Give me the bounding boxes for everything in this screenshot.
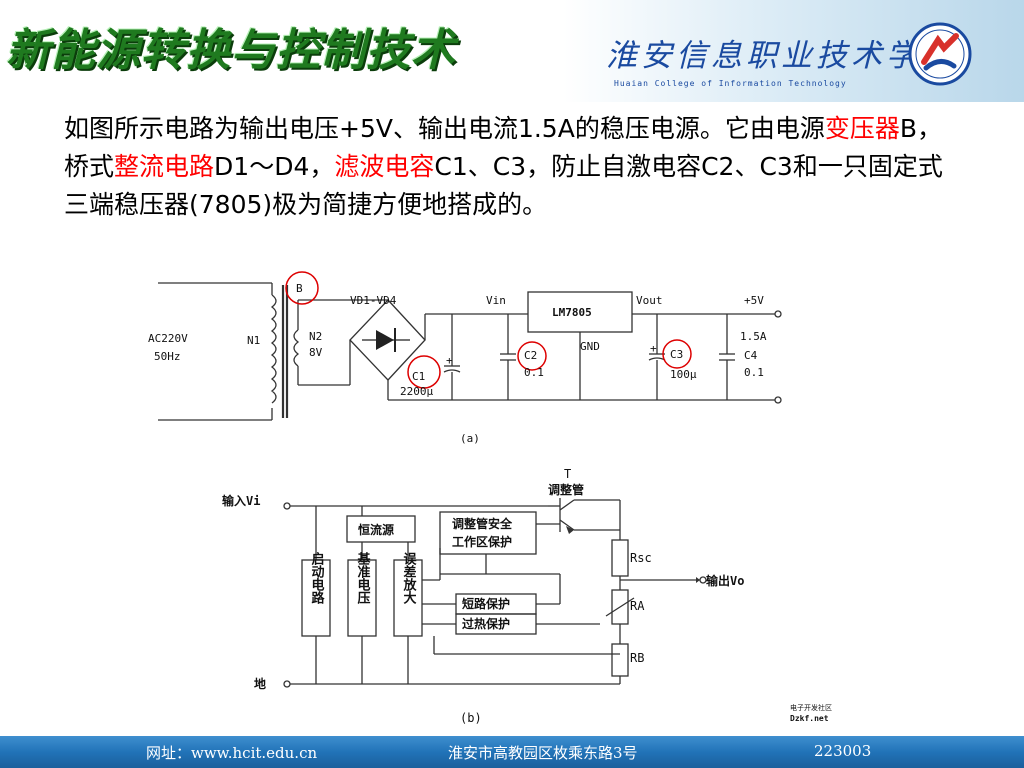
output-arrow-icon	[696, 577, 700, 583]
label-bridge: VD1-VD4	[350, 294, 397, 307]
label-safe-area-2: 工作区保护	[452, 534, 512, 549]
caption-a: (a)	[460, 432, 480, 445]
label-ic: LM7805	[552, 306, 592, 319]
label-gnd: GND	[580, 340, 600, 353]
label-plus-c1: +	[446, 354, 453, 367]
label-ra: RA	[630, 599, 645, 613]
header-banner	[0, 0, 1024, 102]
label-safe-area-1: 调整管安全	[452, 516, 513, 531]
highlight-circle-c1	[407, 355, 441, 389]
label-input-vi: 输入Vi	[222, 493, 260, 508]
label-error-amplifier: 误差放大	[401, 552, 418, 605]
college-name-en: Huaian College of Information Technology	[614, 79, 847, 88]
label-reference-voltage: 基准电压	[355, 551, 372, 605]
caption-b: (b)	[460, 711, 482, 725]
label-c2-value: 0.1	[524, 366, 544, 379]
course-title: 新能源转换与控制技术	[6, 25, 456, 76]
footer-website[interactable]: 网址：www.hcit.edu.cn	[146, 744, 318, 762]
circuit-b-wires	[283, 498, 707, 688]
label-constant-current: 恒流源	[358, 522, 394, 537]
highlight-circle-c2	[517, 341, 547, 371]
label-b: B	[296, 282, 303, 295]
label-output-vo: 输出Vo	[706, 573, 744, 588]
watermark-en: Dzkf.net	[790, 714, 829, 723]
label-vout: Vout	[636, 294, 663, 307]
college-name-cn: 淮安信息职业技术学院	[606, 38, 956, 74]
footer-zip: 223003	[814, 742, 872, 760]
highlight-rectifier: 整流电路	[114, 152, 215, 181]
desc-part-4: C1、C3，防止自激电容C2、C3和一只固定式三端稳压器(7805)极为简捷方便…	[64, 152, 943, 219]
circuit-a-labels: AC220V 50Hz N1 B N2 8V VD1-VD4 Vin LM780…	[148, 282, 767, 445]
description-paragraph: 如图所示电路为输出电压+5V、输出电流1.5A的稳压电源。它由电源变压器B，桥式…	[64, 110, 944, 224]
highlight-circle-c3	[662, 339, 692, 369]
label-rb: RB	[630, 651, 644, 665]
transistor-arrow-icon	[566, 526, 574, 534]
label-c2: C2	[524, 349, 537, 362]
college-logo-icon	[908, 22, 972, 86]
label-50hz: 50Hz	[154, 350, 181, 363]
label-n2-voltage: 8V	[309, 346, 323, 359]
highlight-transformer: 变压器	[824, 114, 900, 143]
label-n1: N1	[247, 334, 260, 347]
label-short-protection: 短路保护	[462, 596, 510, 611]
label-rsc: Rsc	[630, 551, 652, 565]
label-ac220v: AC220V	[148, 332, 188, 345]
label-start-circuit: 启动电路	[309, 551, 325, 604]
label-regulator-tube: 调整管	[548, 482, 584, 497]
highlight-circle-b	[285, 271, 319, 305]
label-plus-5v: +5V	[744, 294, 764, 307]
label-vin: Vin	[486, 294, 506, 307]
circuit-b-labels: 输入Vi 地 T 调整管 恒流源 调整管安全 工作区保护 短路保护 过热保护 R…	[222, 467, 832, 725]
footer-bar: 网址：www.hcit.edu.cn 淮安市高教园区枚乘东路3号 223003	[0, 736, 1024, 768]
label-thermal-protection: 过热保护	[462, 616, 510, 631]
label-n2: N2	[309, 330, 322, 343]
desc-part-1: 如图所示电路为输出电压+5V、输出电流1.5A的稳压电源。它由电源	[64, 114, 825, 143]
highlight-filter-cap: 滤波电容	[334, 152, 435, 181]
label-c3: C3	[670, 348, 683, 361]
circuit-a-wires	[158, 282, 782, 421]
label-current: 1.5A	[740, 330, 767, 343]
label-c1-value: 2200μ	[400, 385, 433, 398]
label-c4: C4	[744, 349, 758, 362]
label-c1: C1	[412, 370, 425, 383]
label-c3-value: 100μ	[670, 368, 697, 381]
desc-part-3: D1～D4，	[214, 152, 335, 181]
footer-address: 淮安市高教园区枚乘东路3号	[448, 744, 638, 762]
watermark-cn: 电子开发社区	[790, 703, 832, 712]
label-plus-c3: +	[650, 342, 657, 355]
label-c4-value: 0.1	[744, 366, 764, 379]
diode-icon	[362, 328, 410, 352]
desc-part-2: B，桥式	[64, 114, 942, 181]
label-ground: 地	[254, 676, 266, 691]
label-t: T	[564, 467, 571, 481]
